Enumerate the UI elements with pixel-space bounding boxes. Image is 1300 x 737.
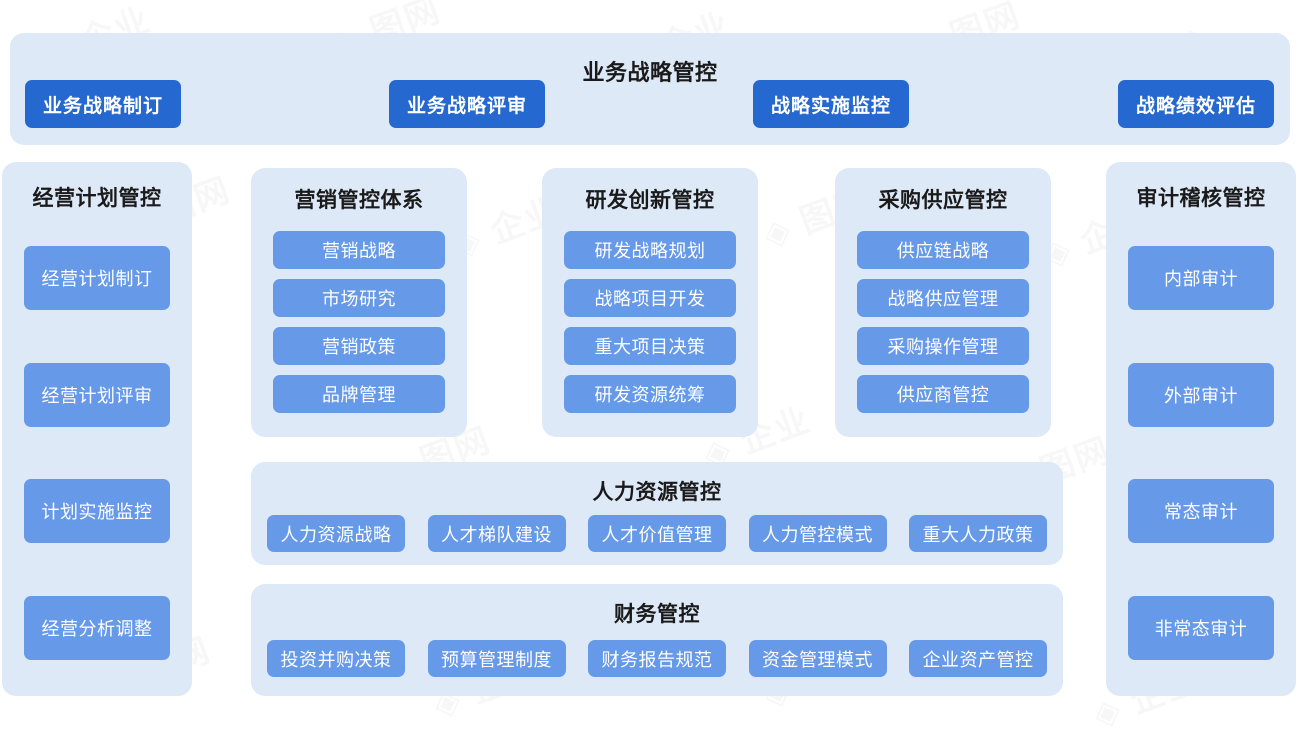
strategy-banner-title: 业务战略管控 <box>582 60 718 85</box>
marketing-item-policy[interactable]: 营销政策 <box>273 327 445 365</box>
rd-column-title: 研发创新管控 <box>585 189 715 212</box>
plan-item-review[interactable]: 经营计划评审 <box>24 362 170 427</box>
plan-column-panel: 经营计划管控 经营计划制订 经营计划评审 计划实施监控 经营分析调整 <box>2 162 192 696</box>
hr-item-major-policies[interactable]: 重大人力政策 <box>909 515 1047 552</box>
supply-column-title: 采购供应管控 <box>878 189 1008 212</box>
audit-item-internal[interactable]: 内部审计 <box>1128 246 1274 311</box>
finance-item-asset-control[interactable]: 企业资产管控 <box>909 640 1047 677</box>
hr-row-items: 人力资源战略 人才梯队建设 人才价值管理 人力管控模式 重大人力政策 <box>267 515 1047 552</box>
hr-item-strategy[interactable]: 人力资源战略 <box>267 515 405 552</box>
rd-item-resource-coordination[interactable]: 研发资源统筹 <box>564 375 736 413</box>
rd-column-panel: 研发创新管控 研发战略规划 战略项目开发 重大项目决策 研发资源统筹 <box>542 168 758 437</box>
strategy-banner-button-row: 业务战略制订 业务战略评审 战略实施监控 战略绩效评估 <box>10 80 1290 128</box>
supply-item-procurement-operations[interactable]: 采购操作管理 <box>857 327 1029 365</box>
supply-item-strategic-supply-management[interactable]: 战略供应管理 <box>857 279 1029 317</box>
audit-column-panel: 审计稽核管控 内部审计 外部审计 常态审计 非常态审计 <box>1106 162 1296 696</box>
plan-item-analysis-adjustment[interactable]: 经营分析调整 <box>24 595 170 660</box>
finance-item-fund-management-model[interactable]: 资金管理模式 <box>748 640 887 677</box>
audit-item-routine[interactable]: 常态审计 <box>1128 479 1274 544</box>
plan-column-title: 经营计划管控 <box>32 187 162 210</box>
hr-item-talent-value-management[interactable]: 人才价值管理 <box>588 515 726 552</box>
audit-item-external[interactable]: 外部审计 <box>1128 362 1274 427</box>
marketing-column-panel: 营销管控体系 营销战略 市场研究 营销政策 品牌管理 <box>251 168 467 437</box>
marketing-column-items: 营销战略 市场研究 营销政策 品牌管理 <box>251 231 467 413</box>
finance-row-panel: 财务管控 投资并购决策 预算管理制度 财务报告规范 资金管理模式 企业资产管控 <box>251 584 1063 696</box>
finance-item-reporting-standards[interactable]: 财务报告规范 <box>588 640 726 677</box>
marketing-column-title: 营销管控体系 <box>294 189 424 212</box>
strategy-banner-panel: 业务战略管控 业务战略制订 业务战略评审 战略实施监控 战略绩效评估 <box>10 33 1290 145</box>
strategy-button-formulation[interactable]: 业务战略制订 <box>25 80 181 128</box>
audit-column-title: 审计稽核管控 <box>1136 187 1266 210</box>
finance-row-items: 投资并购决策 预算管理制度 财务报告规范 资金管理模式 企业资产管控 <box>267 640 1047 677</box>
finance-row-title: 财务管控 <box>614 603 700 626</box>
supply-item-supply-chain-strategy[interactable]: 供应链战略 <box>857 231 1029 269</box>
audit-item-non-routine[interactable]: 非常态审计 <box>1128 595 1274 660</box>
hr-row-panel: 人力资源管控 人力资源战略 人才梯队建设 人才价值管理 人力管控模式 重大人力政… <box>251 462 1063 565</box>
hr-item-talent-pipeline[interactable]: 人才梯队建设 <box>427 515 566 552</box>
strategy-button-review[interactable]: 业务战略评审 <box>389 80 545 128</box>
audit-column-items: 内部审计 外部审计 常态审计 非常态审计 <box>1106 220 1296 686</box>
strategy-button-implementation-monitoring[interactable]: 战略实施监控 <box>753 80 909 128</box>
hr-item-control-model[interactable]: 人力管控模式 <box>748 515 887 552</box>
rd-item-major-project-decision[interactable]: 重大项目决策 <box>564 327 736 365</box>
rd-column-items: 研发战略规划 战略项目开发 重大项目决策 研发资源统筹 <box>542 231 758 413</box>
plan-item-formulation[interactable]: 经营计划制订 <box>24 246 170 311</box>
plan-item-monitoring[interactable]: 计划实施监控 <box>24 479 170 544</box>
supply-column-items: 供应链战略 战略供应管理 采购操作管理 供应商管控 <box>835 231 1051 413</box>
finance-item-investment-ma-decision[interactable]: 投资并购决策 <box>267 640 405 677</box>
marketing-item-strategy[interactable]: 营销战略 <box>273 231 445 269</box>
marketing-item-brand-management[interactable]: 品牌管理 <box>273 375 445 413</box>
supply-item-supplier-control[interactable]: 供应商管控 <box>857 375 1029 413</box>
marketing-item-market-research[interactable]: 市场研究 <box>273 279 445 317</box>
hr-row-title: 人力资源管控 <box>592 481 722 504</box>
rd-item-strategy-planning[interactable]: 研发战略规划 <box>564 231 736 269</box>
rd-item-strategic-project-development[interactable]: 战略项目开发 <box>564 279 736 317</box>
supply-column-panel: 采购供应管控 供应链战略 战略供应管理 采购操作管理 供应商管控 <box>835 168 1051 437</box>
plan-column-items: 经营计划制订 经营计划评审 计划实施监控 经营分析调整 <box>2 220 192 686</box>
finance-item-budget-system[interactable]: 预算管理制度 <box>427 640 566 677</box>
strategy-button-performance-evaluation[interactable]: 战略绩效评估 <box>1118 80 1274 128</box>
